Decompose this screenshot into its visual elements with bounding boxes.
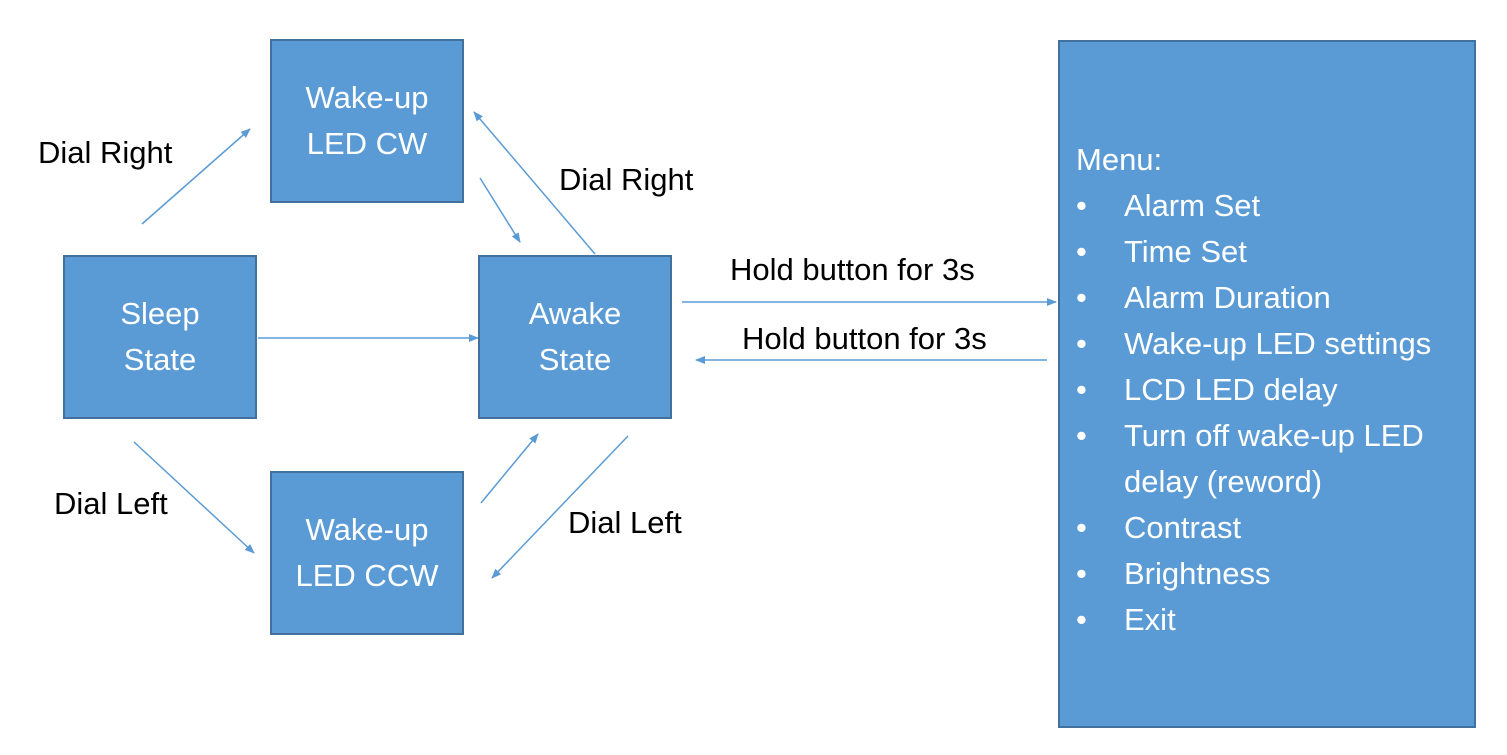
node-led-cw-line1: Wake-up — [305, 80, 429, 115]
node-sleep-line2: State — [123, 342, 197, 377]
arrow-awake-to-led-cw — [473, 111, 596, 255]
node-awake-line2: State — [538, 342, 612, 377]
menu-item-lcd-led-delay: • LCD LED delay — [1076, 367, 1464, 413]
menu-item-wake-up-led-settings: • Wake-up LED settings — [1076, 321, 1464, 367]
menu-item-contrast: • Contrast — [1076, 505, 1464, 551]
arrow-sleep-to-led-ccw — [133, 441, 255, 554]
bullet-icon: • — [1076, 326, 1087, 361]
label-dial-right-right: Dial Right — [559, 162, 694, 197]
bullet-icon: • — [1076, 280, 1087, 315]
menu-item-exit: • Exit — [1076, 597, 1464, 643]
menu-item-label: LCD LED delay — [1124, 372, 1338, 407]
node-sleep-state: Sleep State — [63, 255, 257, 419]
menu-item-label: Contrast — [1124, 510, 1242, 545]
arrow-sleep-to-led-cw — [141, 128, 251, 225]
node-sleep-line1: Sleep — [120, 296, 200, 331]
bullet-icon: • — [1076, 372, 1087, 407]
menu-item-label: Brightness — [1124, 556, 1271, 591]
node-awake-line1: Awake — [528, 296, 622, 331]
menu-panel: Menu: • Alarm Set • Time Set • Alarm Durati… — [1058, 40, 1476, 728]
menu-title: Menu: — [1076, 142, 1163, 177]
arrow-led-ccw-to-awake — [480, 433, 539, 504]
menu-item-alarm-set: • Alarm Set — [1076, 183, 1464, 229]
node-led-ccw-line1: Wake-up — [305, 512, 429, 547]
bullet-icon: • — [1076, 188, 1087, 223]
label-dial-left-left: Dial Left — [54, 486, 168, 521]
node-wake-up-led-cw: Wake-up LED CW — [270, 39, 464, 203]
label-dial-left-right: Dial Left — [568, 505, 682, 540]
arrow-awake-to-led-ccw — [491, 435, 629, 579]
bullet-icon: • — [1076, 602, 1087, 637]
label-dial-right-left: Dial Right — [38, 135, 173, 170]
menu-item-label: Wake-up LED settings — [1124, 326, 1432, 361]
label-hold-to-awake: Hold button for 3s — [742, 321, 987, 356]
bullet-icon: • — [1076, 510, 1087, 545]
menu-item-label: Alarm Set — [1124, 188, 1261, 223]
menu-item-brightness: • Brightness — [1076, 551, 1464, 597]
bullet-icon: • — [1076, 234, 1087, 269]
label-hold-to-menu: Hold button for 3s — [730, 252, 975, 287]
menu-item-label: Exit — [1124, 602, 1176, 637]
menu-item-alarm-duration: • Alarm Duration — [1076, 275, 1464, 321]
menu-item-label: Time Set — [1124, 234, 1247, 269]
node-awake-state: Awake State — [478, 255, 672, 419]
menu-item-label: Turn off wake-up LED delay (reword) — [1124, 418, 1424, 499]
bullet-icon: • — [1076, 556, 1087, 591]
bullet-icon: • — [1076, 418, 1087, 453]
menu-item-time-set: • Time Set — [1076, 229, 1464, 275]
menu-item-turn-off-wake-up-led-delay: • Turn off wake-up LED delay (reword) — [1076, 413, 1464, 505]
arrow-led-cw-to-awake — [479, 177, 521, 243]
menu-item-list: • Alarm Set • Time Set • Alarm Duration • Wa… — [1076, 183, 1464, 643]
menu-item-label: Alarm Duration — [1124, 280, 1331, 315]
node-led-ccw-line2: LED CCW — [295, 558, 439, 593]
node-wake-up-led-ccw: Wake-up LED CCW — [270, 471, 464, 635]
node-led-cw-line2: LED CW — [306, 126, 428, 161]
